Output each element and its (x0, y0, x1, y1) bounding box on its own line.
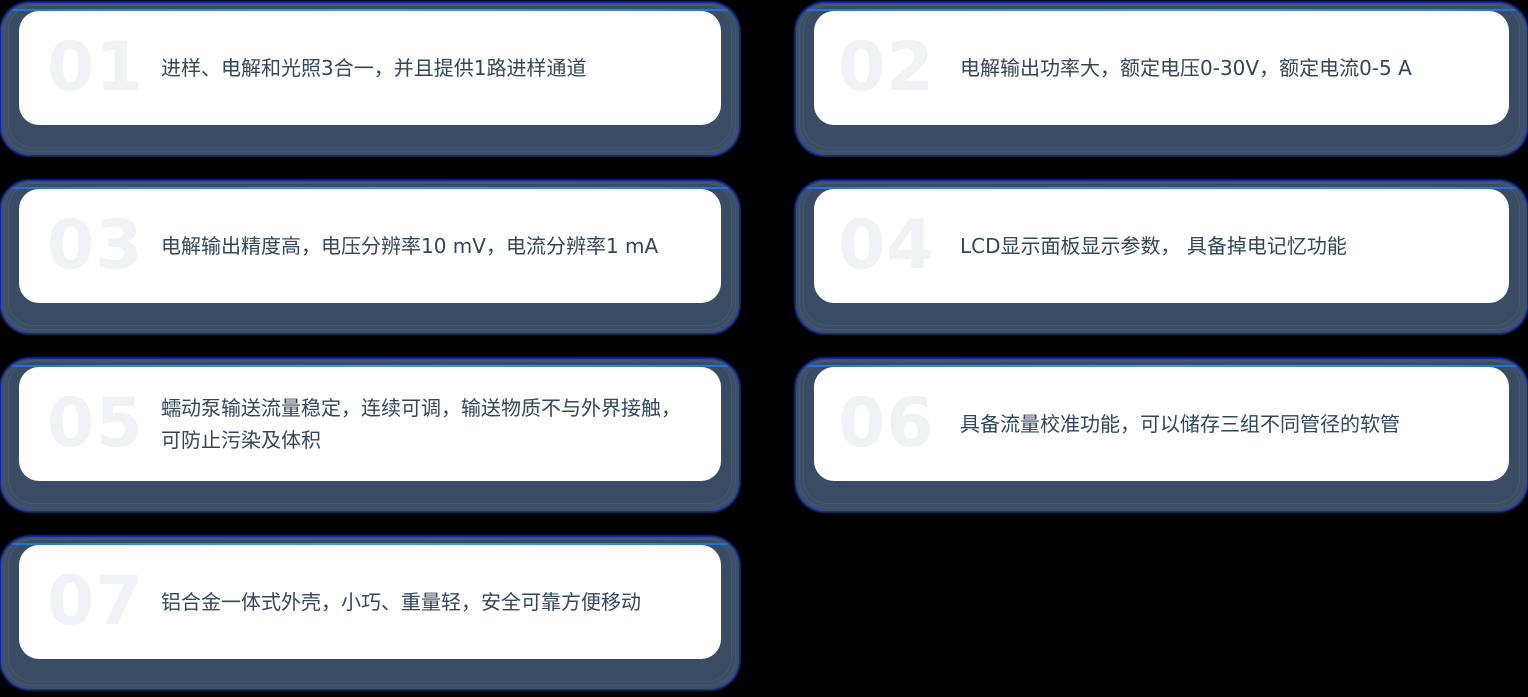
card-number: 07 (47, 562, 144, 641)
feature-card-07[interactable]: 07 铝合金一体式外壳，小巧、重量轻，安全可靠方便移动 (0, 536, 740, 690)
card-face: 01 进样、电解和光照3合一，并且提供1路进样通道 (19, 11, 721, 125)
card-description: 铝合金一体式外壳，小巧、重量轻，安全可靠方便移动 (161, 589, 641, 614)
card-description: 进样、电解和光照3合一，并且提供1路进样通道 (161, 55, 587, 80)
card-top-highlight (12, 9, 728, 11)
card-number: 04 (838, 206, 935, 285)
card-description: 电解输出精度高，电压分辨率10 mV，电流分辨率1 mA (161, 233, 659, 258)
card-face: 05 蠕动泵输送流量稳定，连续可调，输送物质不与外界接触，可防止污染及体积 (19, 367, 721, 481)
feature-card-06[interactable]: 06 具备流量校准功能，可以储存三组不同管径的软管 (795, 358, 1528, 512)
card-content: 04 LCD显示面板显示参数， 具备掉电记忆功能 (814, 189, 1509, 303)
feature-card-04[interactable]: 04 LCD显示面板显示参数， 具备掉电记忆功能 (795, 180, 1528, 334)
card-face: 07 铝合金一体式外壳，小巧、重量轻，安全可靠方便移动 (19, 545, 721, 659)
card-content: 03 电解输出精度高，电压分辨率10 mV，电流分辨率1 mA (19, 189, 721, 303)
card-description: LCD显示面板显示参数， 具备掉电记忆功能 (960, 233, 1347, 258)
card-description: 蠕动泵输送流量稳定，连续可调，输送物质不与外界接触，可防止污染及体积 (161, 395, 681, 452)
card-top-highlight (807, 9, 1516, 11)
card-top-highlight (807, 365, 1516, 367)
card-number: 02 (838, 28, 935, 107)
feature-card-03[interactable]: 03 电解输出精度高，电压分辨率10 mV，电流分辨率1 mA (0, 180, 740, 334)
card-face: 06 具备流量校准功能，可以储存三组不同管径的软管 (814, 367, 1509, 481)
card-face: 02 电解输出功率大，额定电压0-30V，额定电流0-5 A (814, 11, 1509, 125)
card-content: 06 具备流量校准功能，可以储存三组不同管径的软管 (814, 367, 1509, 481)
card-top-highlight (12, 365, 728, 367)
card-face: 03 电解输出精度高，电压分辨率10 mV，电流分辨率1 mA (19, 189, 721, 303)
feature-card-02[interactable]: 02 电解输出功率大，额定电压0-30V，额定电流0-5 A (795, 2, 1528, 156)
card-top-highlight (12, 187, 728, 189)
card-face: 04 LCD显示面板显示参数， 具备掉电记忆功能 (814, 189, 1509, 303)
feature-card-05[interactable]: 05 蠕动泵输送流量稳定，连续可调，输送物质不与外界接触，可防止污染及体积 (0, 358, 740, 512)
card-description: 电解输出功率大，额定电压0-30V，额定电流0-5 A (960, 55, 1412, 80)
card-content: 05 蠕动泵输送流量稳定，连续可调，输送物质不与外界接触，可防止污染及体积 (19, 367, 721, 481)
card-description: 具备流量校准功能，可以储存三组不同管径的软管 (960, 411, 1400, 436)
card-top-highlight (12, 543, 728, 545)
card-content: 07 铝合金一体式外壳，小巧、重量轻，安全可靠方便移动 (19, 545, 721, 659)
card-number: 03 (47, 206, 144, 285)
card-number: 01 (47, 28, 144, 107)
card-content: 02 电解输出功率大，额定电压0-30V，额定电流0-5 A (814, 11, 1509, 125)
card-number: 06 (838, 384, 935, 463)
card-top-highlight (807, 187, 1516, 189)
card-number: 05 (47, 384, 144, 463)
card-content: 01 进样、电解和光照3合一，并且提供1路进样通道 (19, 11, 721, 125)
feature-card-01[interactable]: 01 进样、电解和光照3合一，并且提供1路进样通道 (0, 2, 740, 156)
